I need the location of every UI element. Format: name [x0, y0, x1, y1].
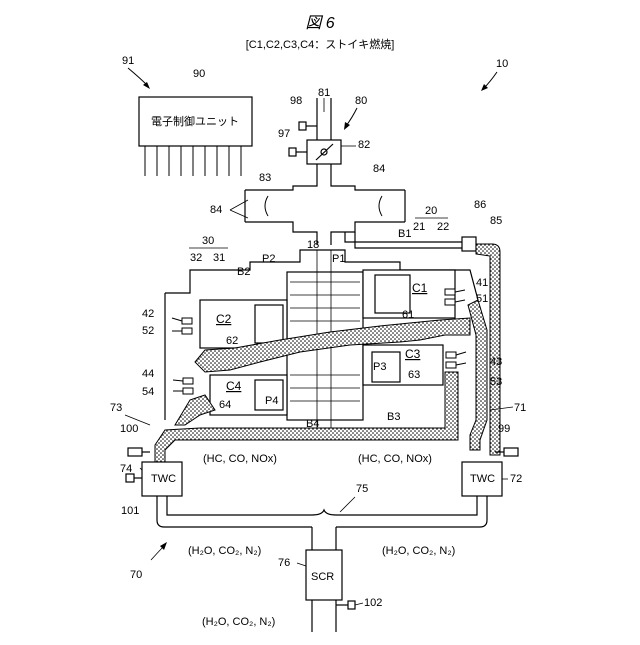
- piston-p4: P4: [265, 395, 278, 407]
- ref-91: 91: [122, 55, 134, 67]
- water-right: (H₂O, CO₂, N₂): [382, 545, 455, 557]
- ref-53: 53: [490, 376, 502, 388]
- ref-61: 61: [402, 309, 414, 321]
- bank-b1: B1: [398, 228, 411, 240]
- bank-b2: B2: [237, 266, 250, 278]
- ref-20: 20: [425, 205, 437, 217]
- ref-18: 18: [307, 239, 319, 251]
- ref-32: 32: [190, 252, 202, 264]
- ref-86: 86: [474, 199, 486, 211]
- ref-63: 63: [408, 369, 420, 381]
- ref-71: 71: [514, 402, 526, 414]
- gas-right: (HC, CO, NOx): [358, 453, 432, 465]
- ref-30: 30: [202, 235, 214, 247]
- ref-102: 102: [364, 597, 382, 609]
- ref-97: 97: [278, 128, 290, 140]
- ref-81: 81: [318, 87, 330, 99]
- ref-82: 82: [358, 139, 370, 151]
- ref-84-left: 84: [210, 204, 222, 216]
- scr-label: SCR: [311, 571, 334, 583]
- ref-31: 31: [213, 252, 225, 264]
- figure-title: 図 6: [305, 15, 334, 32]
- ref-80: 80: [355, 95, 367, 107]
- cylinder-c1: C1: [412, 281, 428, 295]
- ref-100: 100: [120, 423, 138, 435]
- twc-right: TWC: [470, 473, 495, 485]
- ref-41: 41: [476, 277, 488, 289]
- ref-101: 101: [121, 505, 139, 517]
- ref-44: 44: [142, 368, 154, 380]
- ref-90: 90: [193, 68, 205, 80]
- gas-left: (HC, CO, NOx): [203, 453, 277, 465]
- twc-left: TWC: [151, 473, 176, 485]
- ref-72: 72: [510, 473, 522, 485]
- ref-43: 43: [490, 356, 502, 368]
- exhaust-pipes: [126, 448, 518, 632]
- bank-b3: B3: [387, 411, 400, 423]
- ref-10: 10: [496, 58, 508, 70]
- ref-51: 51: [476, 293, 488, 305]
- cylinder-c4: C4: [226, 379, 242, 393]
- ref-74: 74: [120, 463, 132, 475]
- ref-73: 73: [110, 402, 122, 414]
- ref-76: 76: [278, 557, 290, 569]
- figure-subtitle: [C1,C2,C3,C4：ストイキ燃焼]: [246, 37, 395, 51]
- ref-70: 70: [130, 569, 142, 581]
- ecu-label: 電子制御ユニット: [151, 114, 239, 128]
- water-bottom: (H₂O, CO₂, N₂): [202, 616, 275, 628]
- ref-98: 98: [290, 95, 302, 107]
- bank-b4: B4: [306, 418, 319, 430]
- ref-54: 54: [142, 386, 154, 398]
- ref-83: 83: [259, 172, 271, 184]
- ref-75: 75: [356, 483, 368, 495]
- ref-22: 22: [437, 221, 449, 233]
- piston-p3: P3: [373, 361, 386, 373]
- piston-p1: P1: [332, 253, 345, 265]
- piston-p2: P2: [262, 253, 275, 265]
- ref-42: 42: [142, 308, 154, 320]
- cylinder-c3: C3: [405, 347, 421, 361]
- water-left: (H₂O, CO₂, N₂): [188, 545, 261, 557]
- ref-64: 64: [219, 399, 231, 411]
- ref-62: 62: [226, 335, 238, 347]
- ref-84-right: 84: [373, 163, 385, 175]
- ref-52: 52: [142, 325, 154, 337]
- ref-85: 85: [490, 215, 502, 227]
- ref-21: 21: [413, 221, 425, 233]
- ecu-block: 電子制御ユニット 90 91: [122, 55, 252, 176]
- cylinder-c2: C2: [216, 312, 232, 326]
- ref-99: 99: [498, 423, 510, 435]
